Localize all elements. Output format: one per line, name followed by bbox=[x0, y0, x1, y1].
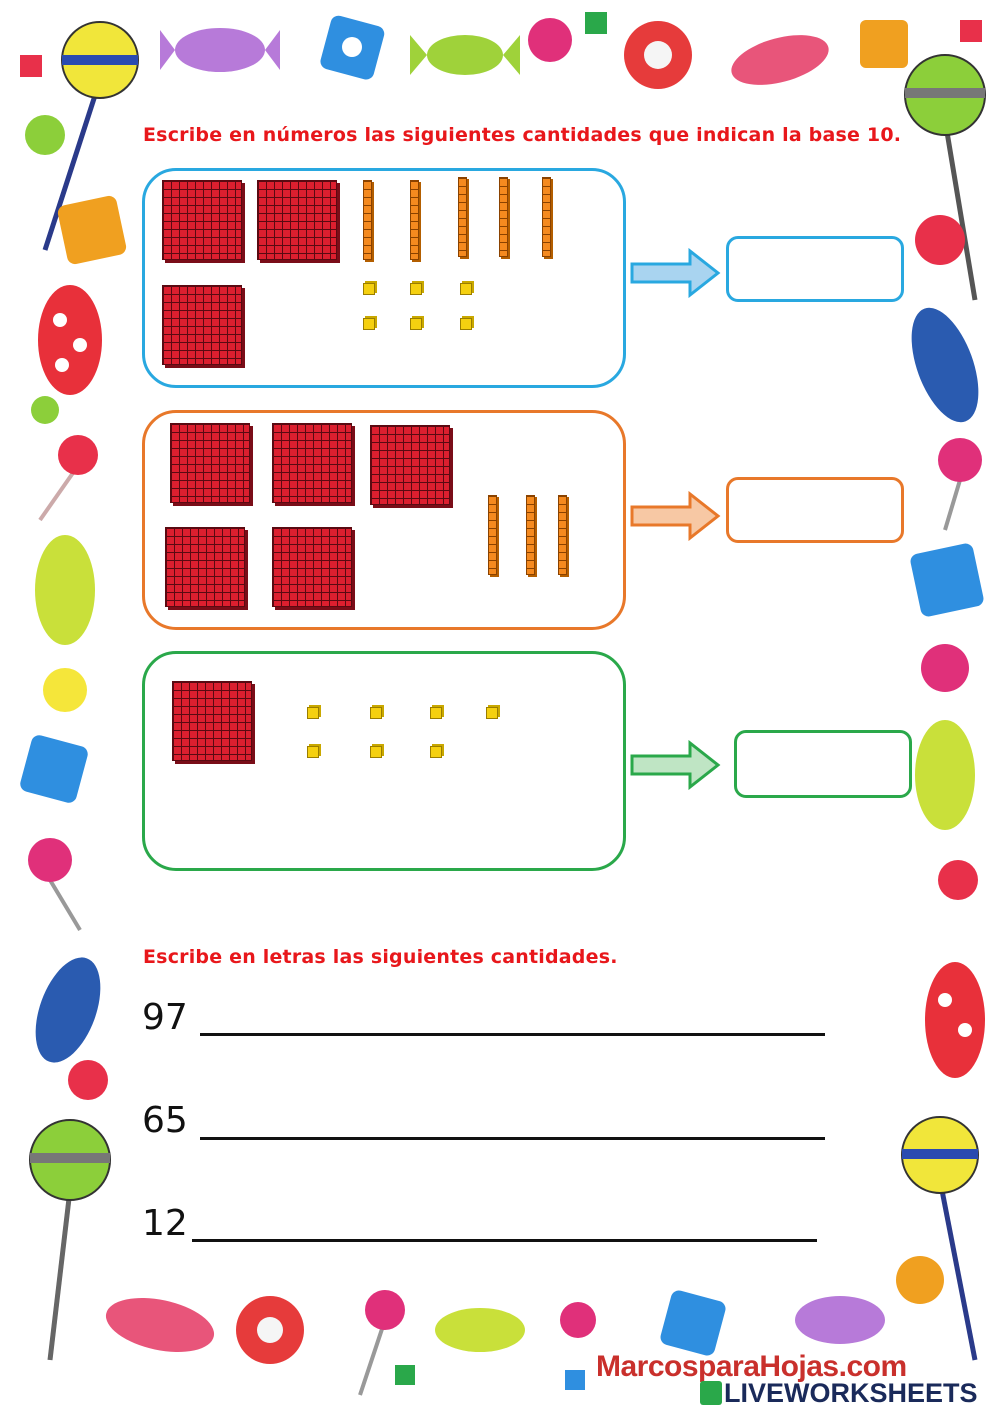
wrapped-candy-icon bbox=[925, 962, 985, 1078]
unit-cube bbox=[430, 746, 442, 758]
wrapped-candy-icon bbox=[35, 535, 95, 645]
wrapped-candy-icon bbox=[435, 1308, 525, 1352]
unit-cube bbox=[370, 707, 382, 719]
square-candy-icon bbox=[320, 15, 385, 80]
hundred-block bbox=[272, 527, 352, 607]
square-candy-icon bbox=[57, 195, 127, 265]
watermark-text: MarcosparaHojas.com bbox=[596, 1350, 907, 1383]
write-line[interactable] bbox=[192, 1239, 817, 1242]
write-line[interactable] bbox=[200, 1033, 825, 1036]
lollipop-icon bbox=[42, 21, 139, 251]
arrow-right-icon bbox=[630, 491, 721, 541]
lollipop-icon bbox=[28, 838, 82, 932]
hundred-block bbox=[370, 425, 450, 505]
ten-rod bbox=[558, 495, 567, 575]
wrapped-candy-icon bbox=[105, 1298, 215, 1352]
wrapped-candy-icon bbox=[911, 307, 979, 423]
unit-cube bbox=[363, 283, 375, 295]
square-candy-icon bbox=[910, 543, 984, 617]
unit-cube bbox=[460, 283, 472, 295]
unit-cube bbox=[410, 283, 422, 295]
round-candy-icon bbox=[528, 18, 572, 62]
liveworksheets-logo-icon bbox=[700, 1381, 722, 1405]
wrapped-candy-icon bbox=[915, 720, 975, 830]
hundred-block bbox=[172, 681, 252, 761]
wrapped-candy-icon bbox=[38, 285, 102, 395]
heart-icon bbox=[560, 1302, 596, 1338]
number-label: 97 bbox=[142, 997, 188, 1038]
heart-icon bbox=[938, 860, 978, 900]
unit-cube bbox=[410, 318, 422, 330]
hundred-block bbox=[257, 180, 337, 260]
square-candy-icon bbox=[20, 735, 88, 803]
unit-cube bbox=[486, 707, 498, 719]
ten-rod bbox=[526, 495, 535, 575]
unit-cube bbox=[370, 746, 382, 758]
wrapped-candy-icon bbox=[795, 1296, 885, 1344]
arrow-right-icon bbox=[630, 740, 721, 790]
instruction-numbers: Escribe en números las siguientes cantid… bbox=[143, 124, 902, 146]
instruction-letters: Escribe en letras las siguientes cantida… bbox=[143, 946, 618, 968]
hundred-block bbox=[162, 285, 242, 365]
lollipop-icon bbox=[938, 438, 982, 531]
unit-cube bbox=[363, 318, 375, 330]
lollipop-icon bbox=[358, 1290, 405, 1396]
unit-cube bbox=[430, 707, 442, 719]
number-label: 12 bbox=[142, 1203, 188, 1244]
ten-rod bbox=[499, 177, 508, 257]
unit-cube bbox=[307, 746, 319, 758]
answer-box-3[interactable] bbox=[734, 730, 912, 798]
lollipop-icon bbox=[29, 1119, 111, 1361]
swirl-candy-icon bbox=[25, 115, 65, 155]
swirl-candy-icon bbox=[915, 215, 965, 265]
square-candy-icon bbox=[660, 1290, 726, 1356]
wrapped-candy-icon bbox=[160, 28, 280, 72]
ten-rod bbox=[410, 180, 419, 260]
number-label: 65 bbox=[142, 1100, 188, 1141]
hundred-block bbox=[165, 527, 245, 607]
lollipop-icon bbox=[904, 54, 986, 301]
unit-cube bbox=[307, 707, 319, 719]
footer-brand[interactable]: LIVEWORKSHEETS bbox=[724, 1378, 978, 1408]
unit-cube bbox=[460, 318, 472, 330]
square-candy-icon bbox=[860, 20, 908, 68]
ten-rod bbox=[488, 495, 497, 575]
answer-box-1[interactable] bbox=[726, 236, 904, 302]
wrapped-candy-icon bbox=[731, 35, 829, 85]
write-line[interactable] bbox=[200, 1137, 825, 1140]
wrapped-candy-icon bbox=[410, 35, 520, 75]
ten-rod bbox=[363, 180, 372, 260]
lollipop-icon bbox=[901, 1116, 979, 1361]
ten-rod bbox=[458, 177, 467, 257]
hundred-block bbox=[272, 423, 352, 503]
answer-box-2[interactable] bbox=[726, 477, 904, 543]
arrow-right-icon bbox=[630, 248, 721, 298]
hundred-block bbox=[170, 423, 250, 503]
swirl-candy-icon bbox=[43, 668, 87, 712]
ten-rod bbox=[542, 177, 551, 257]
wrapped-candy-icon bbox=[35, 957, 101, 1063]
heart-lollipop-icon bbox=[38, 435, 98, 522]
hundred-block bbox=[162, 180, 242, 260]
